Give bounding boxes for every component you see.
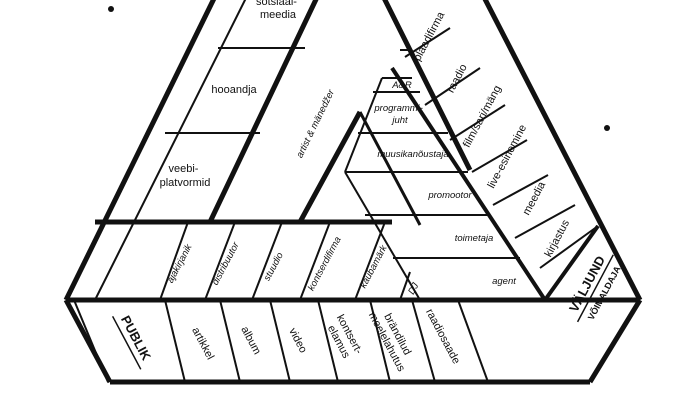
branded-entertainment-label: brändilud meelelahutus <box>366 304 419 374</box>
journalist-label: ajakirjanik <box>165 241 195 285</box>
record-label-label: plaadifirma <box>411 9 447 63</box>
album-label: album <box>238 325 263 357</box>
web-platforms-cell: veebi- platvormid <box>160 163 211 189</box>
article-label: artikkel <box>189 325 216 361</box>
concert-agency-label: kontserdifirma <box>306 235 344 293</box>
live-performance-label: live-esinemine <box>486 123 530 191</box>
decorative-dot <box>604 125 610 131</box>
concert-experience-label: kontsert- elamus <box>322 313 366 365</box>
social-media-cell: sotsiaal- meedia <box>256 0 300 21</box>
artist-manager-label: artist & mänedžer <box>294 87 337 159</box>
agent-label: agent <box>492 276 516 287</box>
public-block: PUBLIK <box>111 313 154 370</box>
social-media-label: sotsiaal- meedia <box>256 0 300 21</box>
promoter-label: promootor <box>427 190 472 201</box>
triangle-frame <box>63 0 643 385</box>
radio-label: raadio <box>445 62 470 95</box>
music-consultant-label: muusikanõustaja <box>377 149 448 160</box>
media-label: meedia <box>521 179 549 217</box>
video-label: video <box>286 326 309 355</box>
branded-entertainment-cell: brändilud meelelahutus <box>366 304 419 374</box>
artist-manager-cell: artist & mänedžer <box>294 87 337 159</box>
editor-label: toimetaja <box>455 233 494 244</box>
program-manager-label: programmi- juht <box>373 103 425 126</box>
web-platforms-label: veebi- platvormid <box>160 163 211 189</box>
publishing-label: kirjastus <box>543 218 573 260</box>
organizer-cell: hooandja <box>211 84 257 96</box>
concert-experience-cell: kontsert- elamus <box>322 313 366 365</box>
organizer-label: hooandja <box>211 84 257 96</box>
public-underline <box>111 315 142 370</box>
ar-label: A&R <box>391 80 412 91</box>
dj-label: DJ <box>406 281 421 297</box>
film-series-game-label: film/sari/mäng <box>461 84 504 150</box>
output-underline <box>576 254 614 323</box>
decorative-dot <box>108 6 114 12</box>
